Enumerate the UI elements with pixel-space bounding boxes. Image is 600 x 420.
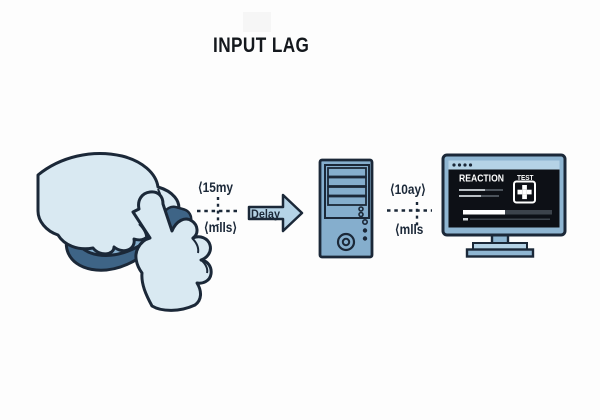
title-wrap: INPUT LAG (171, 33, 351, 58)
test-subheading: TEST (517, 175, 534, 182)
reaction-heading: REACTION (459, 173, 504, 185)
monitor-base-bottom (465, 248, 535, 258)
dashed-cross-connector-1 (197, 197, 239, 225)
led-dots (361, 218, 368, 241)
power-button-icon (336, 232, 356, 252)
browser-titlebar (448, 160, 560, 170)
monitor-screen (448, 160, 560, 228)
computer-tower-icon (318, 158, 374, 259)
window-dots-icon (452, 163, 473, 167)
pointing-hand-icon (131, 190, 213, 312)
computer-to-monitor-bottom-label: ⟨mlls (395, 222, 424, 237)
progress-bar (463, 210, 552, 221)
computer-to-monitor-top-label: ⟨10ay⟩ (390, 182, 426, 197)
delay-arrow-icon: Delay (247, 193, 304, 233)
hand-to-computer-bottom-label: ⟨mlls⟩ (204, 220, 238, 235)
hand-to-computer-top-label: ⟨15my (198, 180, 234, 195)
checkerboard-test-pattern-icon (513, 180, 536, 204)
page-title: INPUT LAG (212, 33, 310, 57)
drive-bay-panel (324, 164, 370, 219)
dashed-cross-connector-2 (387, 202, 432, 228)
delay-arrow-label: Delay (251, 209, 281, 221)
hand-clicking-mouse-illustration (36, 152, 213, 312)
monitor-icon: REACTION TEST (441, 153, 567, 258)
screen-text-lines (459, 189, 503, 197)
background-smudge (243, 12, 271, 32)
